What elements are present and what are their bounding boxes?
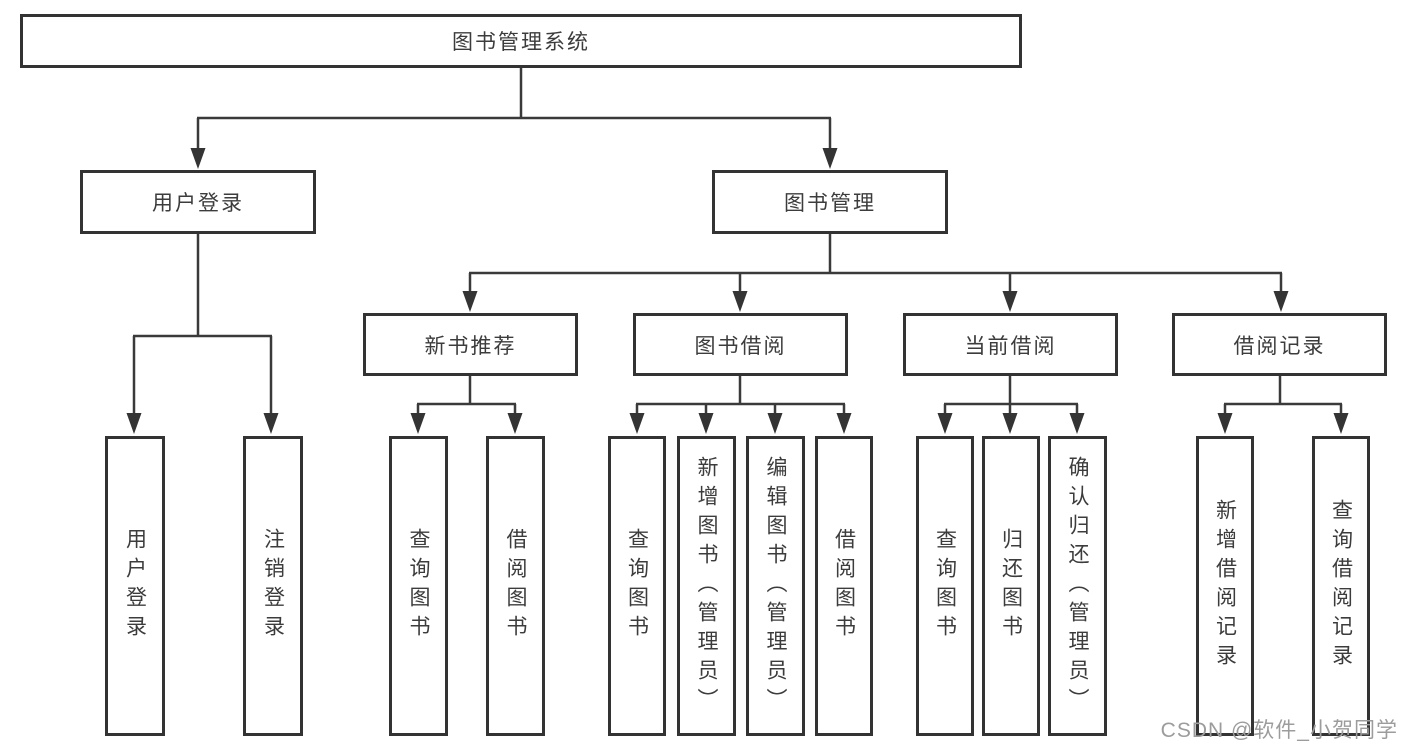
node-label: 图书管理 bbox=[784, 192, 876, 215]
leaf-label: 确认归还（管理员） bbox=[1066, 455, 1089, 717]
node-book-management: 图书管理 bbox=[712, 170, 948, 234]
node-current-borrowing: 当前借阅 bbox=[903, 313, 1118, 376]
node-label: 图书借阅 bbox=[694, 334, 787, 358]
leaf-current-return-books: 归还图书 bbox=[982, 436, 1040, 736]
leaf-current-query-books: 查询图书 bbox=[916, 436, 974, 736]
leaf-label: 编辑图书（管理员） bbox=[764, 455, 787, 717]
leaf-borrow-edit-books-admin: 编辑图书（管理员） bbox=[746, 436, 805, 736]
node-label: 图书管理系统 bbox=[452, 31, 590, 54]
leaf-logout: 注销登录 bbox=[243, 436, 303, 736]
csdn-watermark: CSDN @软件_小贺同学 bbox=[1160, 719, 1398, 742]
node-label: 借阅记录 bbox=[1233, 334, 1326, 358]
node-library-management-system: 图书管理系统 bbox=[20, 14, 1022, 68]
leaf-user-login: 用户登录 bbox=[105, 436, 165, 736]
node-user-login: 用户登录 bbox=[80, 170, 316, 234]
leaf-label: 归还图书 bbox=[999, 528, 1023, 644]
node-label: 当前借阅 bbox=[964, 334, 1057, 358]
leaf-borrow-borrow-books: 借阅图书 bbox=[815, 436, 873, 736]
leaf-label: 查询图书 bbox=[407, 528, 430, 644]
leaf-borrow-add-books-admin: 新增图书（管理员） bbox=[677, 436, 736, 736]
leaf-label: 查询图书 bbox=[933, 528, 957, 644]
leaf-current-confirm-return-admin: 确认归还（管理员） bbox=[1048, 436, 1107, 736]
leaf-label: 用户登录 bbox=[123, 528, 147, 644]
leaf-records-query-borrow-record: 查询借阅记录 bbox=[1312, 436, 1370, 736]
leaf-label: 新增图书（管理员） bbox=[695, 455, 718, 717]
leaf-label: 注销登录 bbox=[261, 528, 285, 644]
leaf-borrow-query-books: 查询图书 bbox=[608, 436, 666, 736]
node-label: 新书推荐 bbox=[424, 334, 517, 358]
node-new-book-recommendation: 新书推荐 bbox=[363, 313, 578, 376]
node-label: 用户登录 bbox=[152, 192, 244, 215]
leaf-recommend-borrow-books: 借阅图书 bbox=[486, 436, 545, 736]
leaf-label: 借阅图书 bbox=[832, 528, 856, 644]
leaf-recommend-query-books: 查询图书 bbox=[389, 436, 448, 736]
leaf-label: 借阅图书 bbox=[504, 528, 527, 644]
node-book-borrowing: 图书借阅 bbox=[633, 313, 848, 376]
leaf-label: 新增借阅记录 bbox=[1213, 499, 1237, 673]
leaf-records-add-borrow-record: 新增借阅记录 bbox=[1196, 436, 1254, 736]
leaf-label: 查询图书 bbox=[625, 528, 649, 644]
leaf-label: 查询借阅记录 bbox=[1329, 499, 1353, 673]
node-borrowing-records: 借阅记录 bbox=[1172, 313, 1387, 376]
